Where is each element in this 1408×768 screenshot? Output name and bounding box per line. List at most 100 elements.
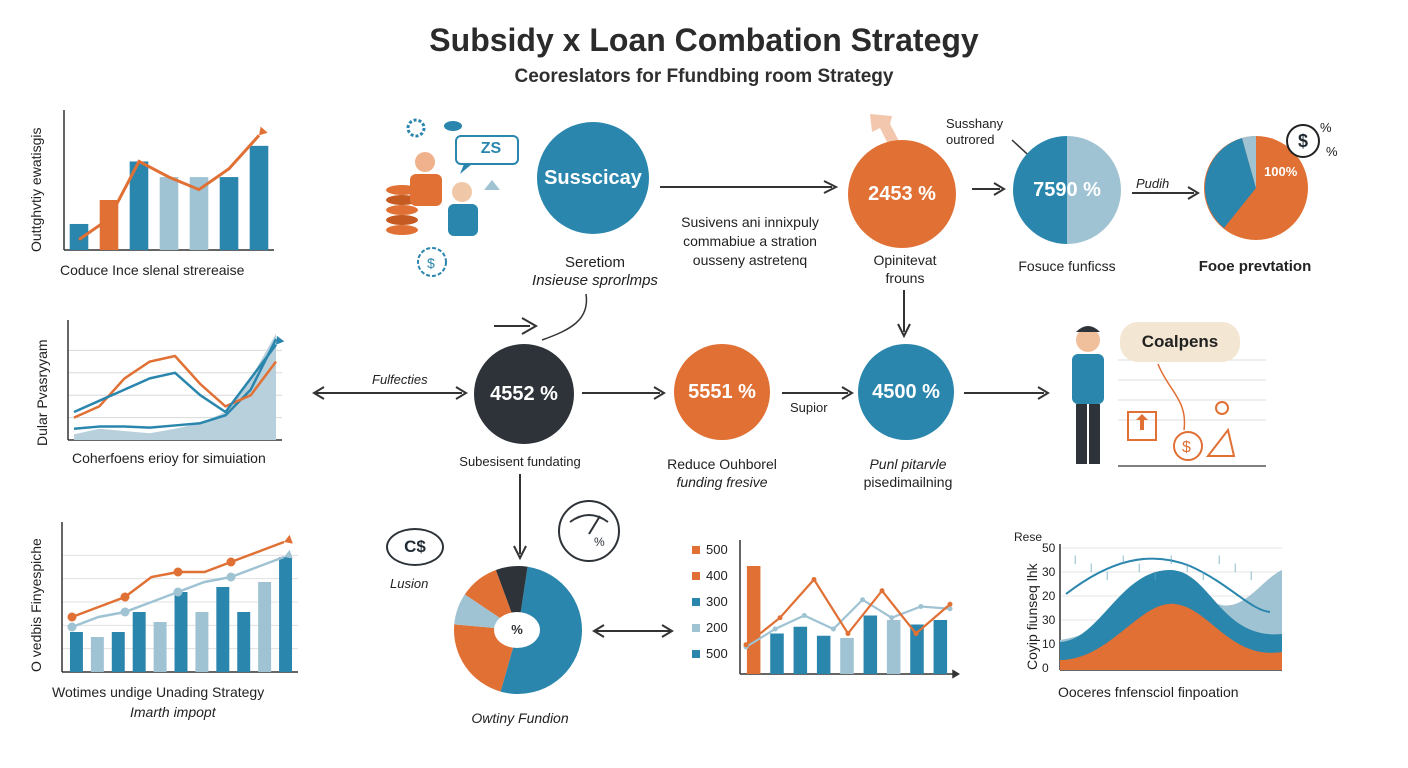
- person-bubble: Coalpens: [1120, 322, 1240, 362]
- ytick-label: 300: [706, 594, 728, 609]
- arrow-subsidy-to-orange: [660, 180, 839, 194]
- person-icon: [1072, 326, 1104, 464]
- bar: [90, 637, 104, 672]
- orange-line-point: [845, 631, 851, 636]
- cloud-icon: [444, 121, 462, 131]
- orange-caption-2: frouns: [885, 270, 925, 286]
- bar: [129, 161, 149, 250]
- bar: [174, 592, 188, 672]
- bar: [258, 582, 272, 672]
- bar: [219, 177, 239, 250]
- annotation-mark: |: [1106, 570, 1108, 580]
- orange-line-point: [67, 612, 77, 622]
- blue-line-point: [947, 606, 953, 612]
- dollar-badge-symbol: $: [1297, 131, 1308, 151]
- arrow-split-to-pie: [1132, 186, 1200, 200]
- bar: [770, 633, 784, 674]
- series-line: [73, 344, 277, 414]
- arrow-dark-to-orange: [582, 386, 666, 400]
- blue-line-point: [918, 604, 924, 609]
- subsidy-caption-1: Seretiom: [564, 254, 626, 271]
- orange-line-point: [226, 557, 236, 567]
- left-flow-label: Fulfecties: [372, 372, 428, 387]
- annotation-mark: |: [1090, 562, 1092, 572]
- bar: [793, 626, 808, 674]
- person-illustration: $: [1072, 326, 1266, 467]
- orange-mid-caption-2: funding fresive: [676, 474, 768, 490]
- orange-line-point: [120, 592, 130, 602]
- orange-line-arrow: [284, 534, 293, 544]
- bar: [159, 177, 179, 250]
- blue-circle-mid-text: 4500 %: [872, 380, 940, 403]
- area-fill: [74, 333, 276, 440]
- gear-icon: [406, 118, 426, 138]
- ytick-swatch: [692, 624, 700, 632]
- orange-caption-1: Opinitevat: [873, 252, 937, 268]
- bar: [132, 612, 146, 672]
- right-bottom-caption: Ooceres fnfensciol finpoation: [1058, 684, 1239, 700]
- annotation-mark: |: [1218, 554, 1220, 564]
- person-blue-icon: [448, 182, 478, 236]
- arrow-orange-down: [897, 290, 911, 339]
- ytick-label: 200: [706, 620, 728, 635]
- ytick-label: 30: [1042, 613, 1056, 627]
- person-orange-icon: [410, 152, 442, 206]
- left-middle-area-chart: [67, 320, 285, 441]
- path-label: Pudih: [1136, 176, 1170, 191]
- annotation-mark: |: [1122, 554, 1124, 564]
- blue-line-point: [830, 626, 836, 632]
- money-gear-icon: $: [417, 247, 447, 277]
- annotation-mark: |: [1170, 554, 1172, 564]
- bar: [746, 566, 761, 674]
- cs-bubble-text: C$: [404, 537, 426, 556]
- ytick-label: 30: [1042, 565, 1056, 579]
- blue-line-point: [801, 613, 807, 618]
- annotation-mark: |: [1138, 562, 1140, 572]
- ytick-label: 500: [706, 646, 728, 661]
- machine-coin-icon: $: [1127, 363, 1236, 461]
- orange-line-point: [173, 567, 183, 577]
- hands-icon: [484, 180, 500, 190]
- blue-line-point: [226, 572, 236, 582]
- double-arrow-left: [312, 386, 468, 400]
- person-bubble-text: Coalpens: [1141, 332, 1219, 351]
- left-middle-ylabel: Dular Pvasryyam: [34, 339, 50, 446]
- left-bottom-ylabel: O vedbis Finyespiche: [28, 538, 44, 672]
- blue-line-arrow: [284, 549, 293, 559]
- svg-text:$: $: [1182, 439, 1191, 456]
- donut-center-icon: %: [494, 612, 540, 648]
- trend-arrow: [259, 126, 268, 136]
- trend-curve: [1065, 557, 1271, 613]
- dollar-badge-icon: $: [1286, 124, 1320, 158]
- ytick-swatch: [692, 572, 700, 580]
- orange-line-point: [777, 615, 783, 621]
- gauge-icon: %: [558, 500, 620, 562]
- bar: [69, 632, 83, 672]
- arrow-blue-to-person: [964, 386, 1050, 400]
- bubble-text: ZS: [480, 140, 502, 157]
- orange-circle: 2453 %: [848, 140, 956, 248]
- area-orange: [1060, 603, 1282, 670]
- dollar-badge-pct-1: %: [1320, 120, 1332, 135]
- annotation-mark: |: [1202, 570, 1204, 580]
- ytick-label: 0: [1042, 661, 1049, 675]
- bar: [216, 587, 230, 672]
- ytick-label: 500: [706, 542, 728, 557]
- page-subtitle: Ceoreslators for Ffundbing room Strategy: [514, 66, 894, 87]
- speech-bubble-icon: [455, 135, 519, 174]
- trend-line: [78, 134, 261, 241]
- ytick-label: 400: [706, 568, 728, 583]
- blue-line-point: [860, 597, 866, 603]
- left-bottom-caption: Wotimes undige Unading Strategy: [52, 684, 265, 700]
- page-title: Subsidy x Loan Combation Strategy: [429, 22, 979, 58]
- bar: [153, 622, 167, 672]
- ytick-label: 50: [1042, 541, 1056, 555]
- dark-caption: Subesisent fundating: [459, 454, 581, 469]
- orange-mid-caption-1: Reduce Ouhborel: [667, 456, 777, 472]
- blue-split-circle-text: 7590 %: [1033, 178, 1101, 201]
- left-top-bar-chart: [63, 110, 274, 251]
- dark-circle: 4552 %: [474, 344, 574, 444]
- double-arrow-donut: [592, 624, 674, 638]
- cs-bubble-label: Lusion: [390, 576, 429, 591]
